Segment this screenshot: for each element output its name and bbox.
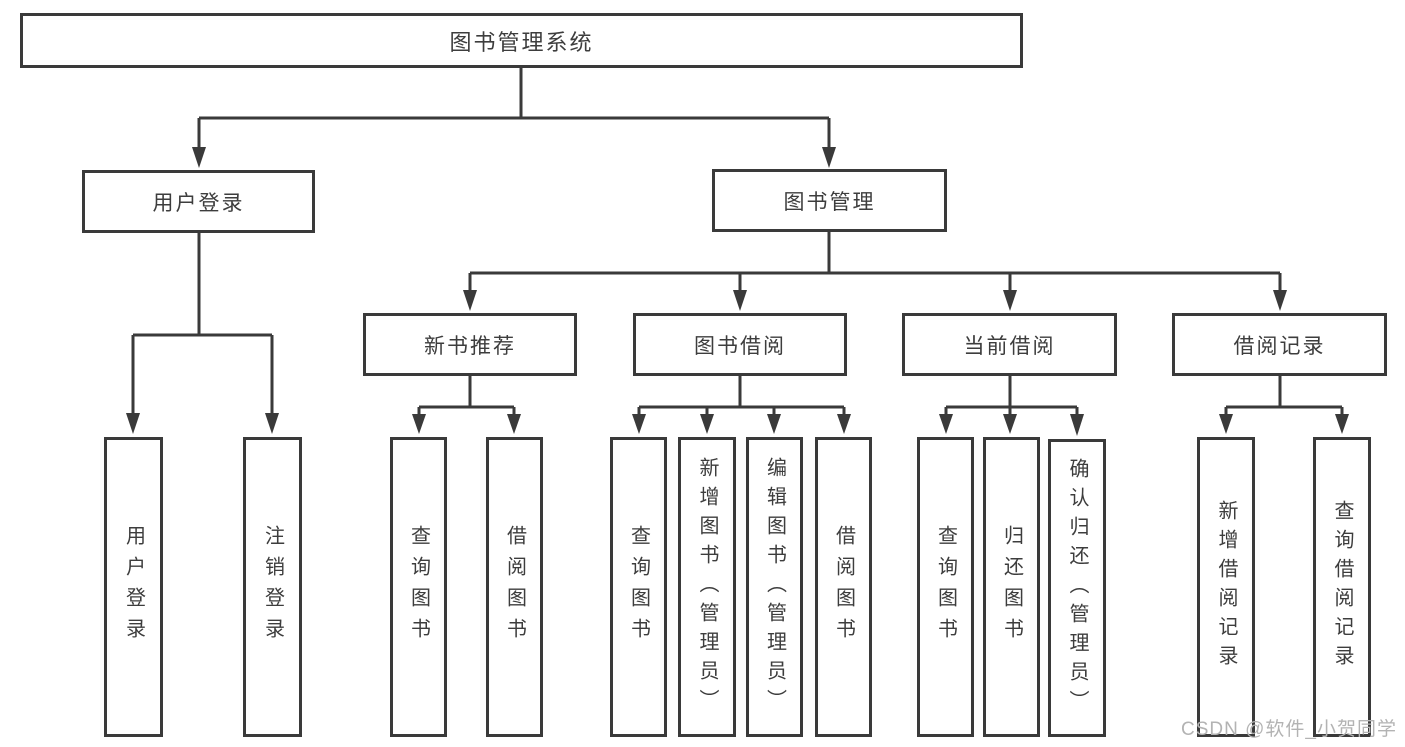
arrowhead (192, 147, 206, 168)
node-leaf-return-books: 归还图书 (983, 437, 1040, 737)
node-book-management: 图书管理 (712, 169, 947, 232)
arrowhead (632, 414, 646, 434)
arrowhead (822, 147, 836, 168)
node-leaf-add-borrow-record: 新增借阅记录 (1197, 437, 1255, 737)
arrowhead (1003, 290, 1017, 311)
node-root-library-system: 图书管理系统 (20, 13, 1023, 68)
arrowhead (126, 413, 140, 434)
arrowhead (265, 413, 279, 434)
node-label: 注销登录 (261, 525, 284, 649)
node-label: 借阅图书 (503, 525, 526, 649)
arrowhead (767, 414, 781, 434)
node-label: 查询图书 (407, 525, 430, 649)
arrowhead (837, 414, 851, 434)
node-borrow-records: 借阅记录 (1172, 313, 1387, 376)
edge-records-to-children (1224, 376, 1344, 416)
node-leaf-query-books-recommend: 查询图书 (390, 437, 447, 737)
node-label: 编辑图书（管理员） (763, 456, 786, 718)
node-leaf-query-borrow-record: 查询借阅记录 (1313, 437, 1371, 737)
edge-current-to-children (944, 376, 1079, 416)
node-label: 当前借阅 (963, 334, 1056, 358)
edge-root-to-l1 (197, 68, 831, 150)
edge-login-to-children (131, 233, 274, 416)
node-label: 新增借阅记录 (1215, 500, 1237, 674)
edge-borrow-to-children (637, 376, 846, 416)
node-leaf-edit-books-admin: 编辑图书（管理员） (746, 437, 803, 737)
node-label: 新书推荐 (424, 334, 516, 358)
node-label: 借阅图书 (832, 525, 855, 649)
arrowhead (733, 290, 747, 311)
node-label: 图书管理系统 (449, 29, 594, 55)
edge-mgmt-to-l2 (468, 232, 1282, 292)
node-label: 用户登录 (152, 191, 245, 215)
arrowhead (507, 414, 521, 434)
arrowhead (1070, 414, 1084, 436)
node-leaf-user-login: 用户登录 (104, 437, 163, 737)
edge-rec-to-children (417, 376, 516, 416)
node-label: 确认归还（管理员） (1066, 457, 1088, 719)
node-book-borrowing: 图书借阅 (633, 313, 847, 376)
node-user-login: 用户登录 (82, 170, 315, 233)
node-leaf-query-books-borrow: 查询图书 (610, 437, 667, 737)
node-label: 查询图书 (934, 525, 957, 649)
node-label: 查询借阅记录 (1331, 500, 1353, 674)
node-label: 用户登录 (122, 525, 145, 649)
arrowhead (1335, 414, 1349, 434)
node-leaf-query-books-current: 查询图书 (917, 437, 974, 737)
arrowhead (412, 414, 426, 434)
node-label: 新增图书（管理员） (696, 456, 718, 718)
node-leaf-logout: 注销登录 (243, 437, 302, 737)
arrowhead (1003, 414, 1017, 434)
arrowhead (700, 414, 714, 434)
node-new-book-recommend: 新书推荐 (363, 313, 577, 376)
node-label: 查询图书 (627, 525, 650, 649)
csdn-watermark: CSDN @软件_小贺同学 (1181, 719, 1397, 740)
node-label: 图书借阅 (694, 334, 786, 358)
arrowhead (1273, 290, 1287, 311)
arrowhead (1219, 414, 1233, 434)
node-label: 图书管理 (783, 190, 876, 214)
node-current-borrowing: 当前借阅 (902, 313, 1117, 376)
node-leaf-borrow-books-borrow: 借阅图书 (815, 437, 872, 737)
node-leaf-confirm-return-admin: 确认归还（管理员） (1048, 439, 1106, 737)
node-label: 归还图书 (1000, 525, 1023, 649)
node-leaf-add-books-admin: 新增图书（管理员） (678, 437, 736, 737)
arrowhead (463, 290, 477, 311)
node-label: 借阅记录 (1233, 334, 1326, 358)
node-leaf-borrow-books-recommend: 借阅图书 (486, 437, 543, 737)
arrowhead (939, 414, 953, 434)
